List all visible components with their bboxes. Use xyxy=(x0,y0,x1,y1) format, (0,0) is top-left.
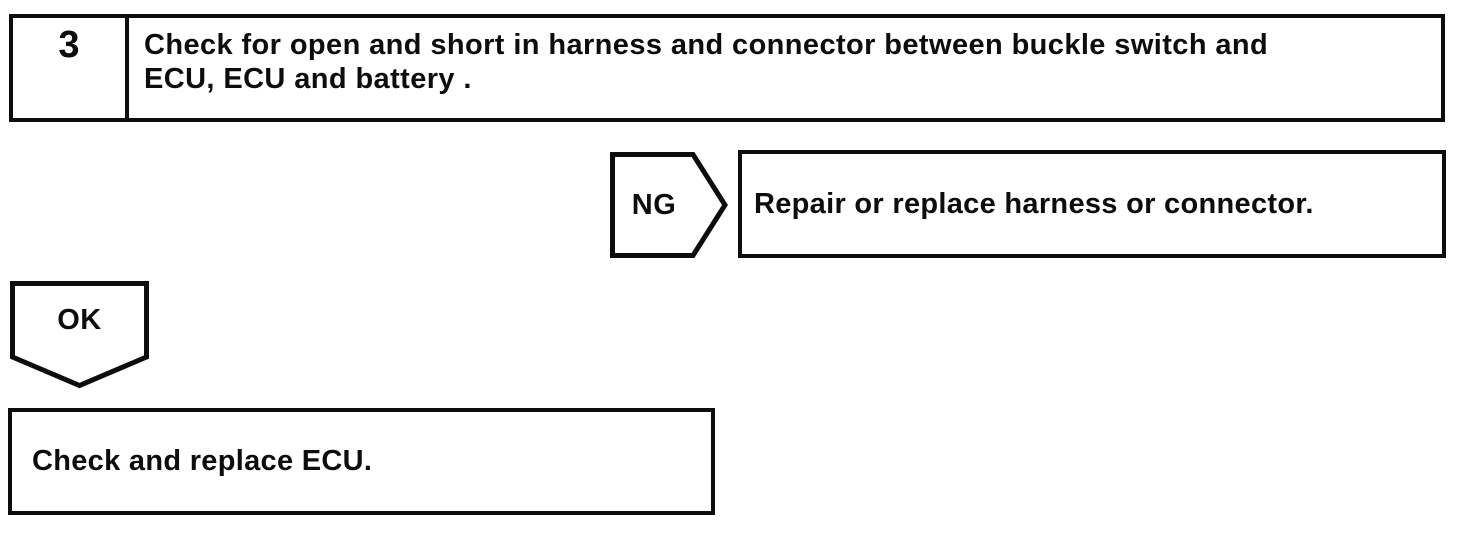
step-instruction-line-1: Check for open and short in harness and … xyxy=(144,29,1269,61)
ok-connector: OK xyxy=(10,281,149,389)
ok-action-box: Check and replace ECU. xyxy=(8,408,715,515)
step-instruction-line-2: ECU, ECU and battery . xyxy=(144,63,472,95)
ng-label: NG xyxy=(631,188,677,221)
step-number: 3 xyxy=(58,24,80,66)
ng-action-text: Repair or replace harness or connector. xyxy=(754,187,1314,220)
ok-action-text: Check and replace ECU. xyxy=(32,445,373,477)
ng-connector: NG xyxy=(610,152,728,258)
ok-label: OK xyxy=(57,303,102,336)
ng-arrow-right-shape xyxy=(610,152,728,258)
step-instruction: Check for open and short in harness and … xyxy=(129,18,1276,118)
step-box: 3 Check for open and short in harness an… xyxy=(9,14,1445,122)
ok-arrow-down-shape xyxy=(10,281,149,389)
ng-action-box: Repair or replace harness or connector. xyxy=(738,150,1446,258)
step-number-cell: 3 xyxy=(13,18,129,118)
